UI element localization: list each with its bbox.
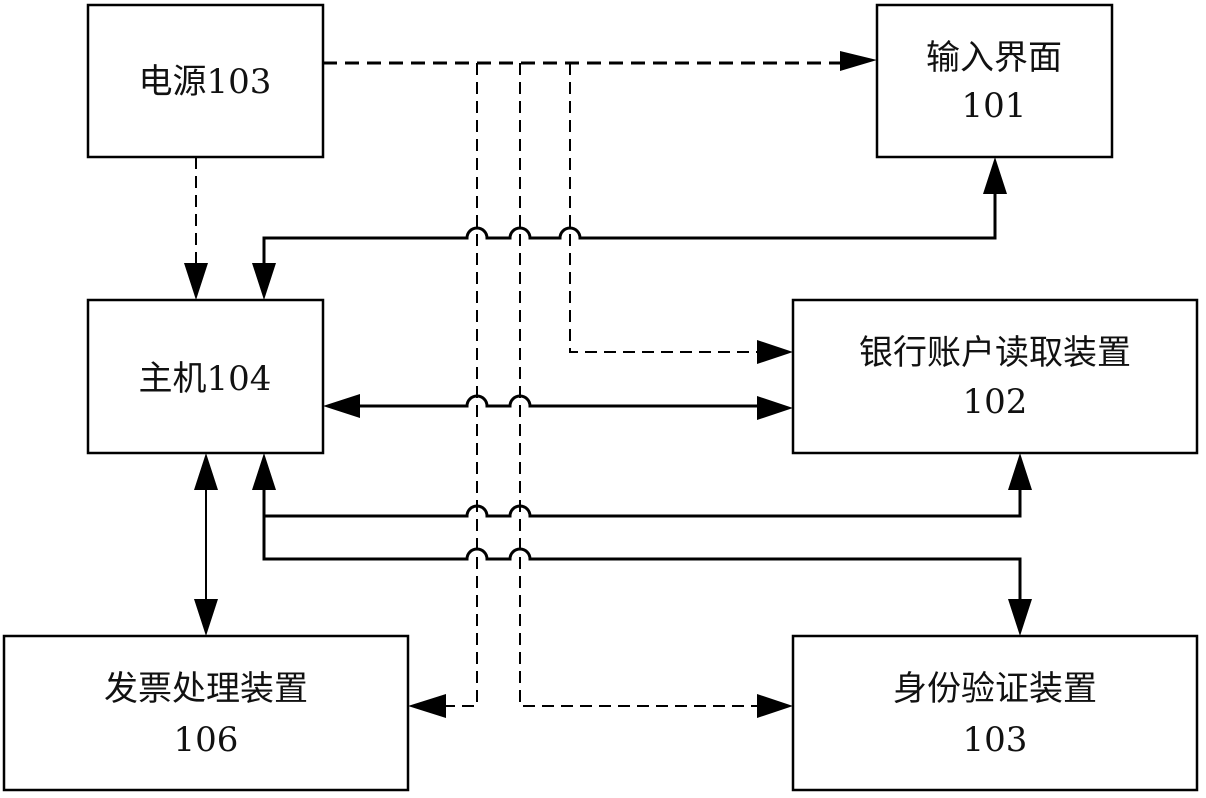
node-input-interface: 输入界面 101: [875, 3, 1114, 159]
host-bank-bottom-line: [262, 490, 1022, 518]
arrowhead-to-invoice-top: [194, 599, 218, 636]
arrowhead-to-host-bottom-left: [194, 453, 218, 490]
identity-verifier-box: [791, 634, 1199, 792]
bank-reader-title: 银行账户读取装置: [859, 333, 1131, 373]
node-power: 电源103: [86, 3, 325, 159]
invoice-processor-title: 发票处理装置: [104, 669, 308, 709]
power-to-bank-line: [569, 63, 757, 353]
input-interface-title: 输入界面: [926, 38, 1062, 78]
node-invoice-processor: 发票处理装置 106: [2, 634, 410, 792]
input-interface-box: [875, 3, 1114, 159]
invoice-processor-box: [2, 634, 410, 792]
power-box: [86, 3, 325, 159]
identity-verifier-id: 103: [963, 720, 1028, 760]
node-bank-reader: 银行账户读取装置 102: [791, 298, 1199, 455]
power-to-identity-line: [519, 63, 757, 707]
host-bank-line: [360, 394, 757, 408]
arrowhead-to-bank-left: [757, 396, 793, 420]
arrowhead-to-input: [840, 51, 877, 71]
node-identity-verifier: 身份验证装置 103: [791, 634, 1199, 792]
arrowhead-power-to-identity: [757, 694, 793, 718]
host-label: 主机104: [139, 359, 272, 399]
bank-reader-box: [791, 298, 1199, 455]
node-host: 主机104: [86, 298, 325, 455]
arrowhead-to-host-top: [252, 263, 276, 300]
invoice-processor-id: 106: [174, 720, 239, 760]
host-box: [86, 298, 325, 455]
input-interface-id: 101: [962, 86, 1027, 126]
power-connections: [184, 51, 877, 718]
power-to-invoice-line: [446, 63, 478, 707]
host-identity-line: [262, 516, 1022, 599]
arrowhead-to-bank-bottom: [1008, 453, 1032, 490]
data-connections: [194, 157, 1032, 636]
arrowhead-to-host-bottom: [252, 453, 276, 490]
arrowhead-to-input-bottom: [983, 157, 1007, 194]
arrowhead-power-to-invoice: [408, 694, 446, 718]
identity-verifier-title: 身份验证装置: [893, 669, 1097, 709]
arrowhead-power-to-bank: [757, 340, 793, 364]
arrowhead-power-to-host: [184, 263, 208, 300]
host-input-line: [262, 194, 997, 263]
power-label: 电源103: [139, 62, 272, 102]
arrowhead-to-host-right: [323, 394, 360, 418]
bank-reader-id: 102: [963, 382, 1028, 422]
arrowhead-to-identity-top: [1008, 599, 1032, 636]
